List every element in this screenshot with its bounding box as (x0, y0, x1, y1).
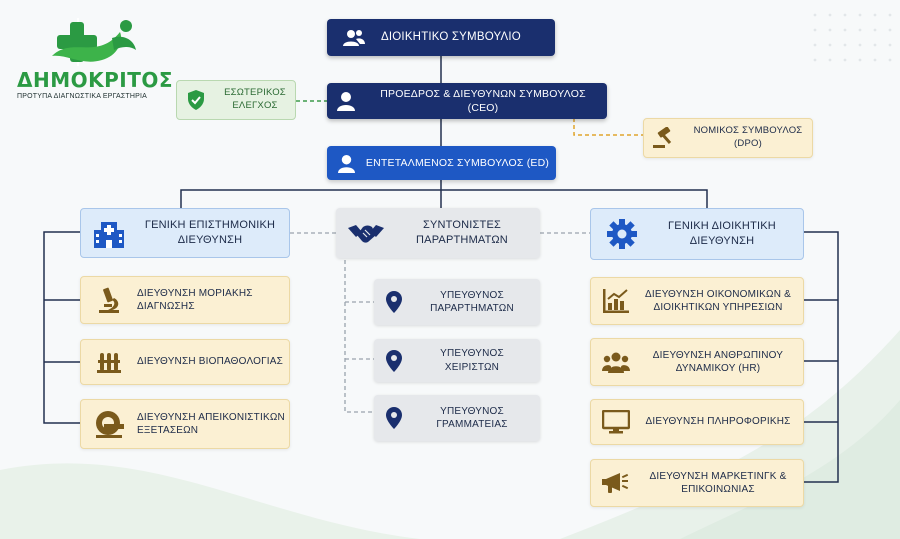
imaging-exams-line1: ΔΙΕΥΘΥΝΣΗ ΑΠΕΙΚΟΝΙΣΤΙΚΩΝ (137, 411, 285, 423)
hr-box[interactable]: ΔΙΕΥΘΥΝΣΗ ΑΝΘΡΩΠΙΝΟΥ ΔΥΝΑΜΙΚΟΥ (HR) (590, 338, 804, 386)
shield-check-icon (177, 90, 215, 110)
megaphone-icon (591, 471, 641, 495)
finance-chart-icon (591, 289, 641, 313)
branch-coordinators-line2: ΠΑΡΑΡΤΗΜΑΤΩΝ (416, 234, 508, 246)
internal-audit-box[interactable]: ΕΣΩΤΕΡΙΚΟΣ ΕΛΕΓΧΟΣ (176, 80, 296, 120)
imaging-exams-line2: ΕΞΕΤΑΣΕΩΝ (137, 425, 199, 436)
hr-line1: ΔΙΕΥΘΥΝΣΗ ΑΝΘΡΩΠΙΝΟΥ (652, 349, 784, 361)
it-box[interactable]: ΔΙΕΥΘΥΝΣΗ ΠΛΗΡΟΦΟΡΙΚΗΣ (590, 399, 804, 445)
location-pin-icon (374, 407, 414, 429)
board-box[interactable]: ΔΙΟΙΚΗΤΙΚΟ ΣΥΜΒΟΥΛΙΟ (327, 19, 555, 56)
people-icon (591, 351, 641, 373)
medical-cross-logo-icon (52, 18, 136, 66)
ceo-box[interactable]: ΠΡΟΕΔΡΟΣ & ΔΙΕΥΘΥΝΩΝ ΣΥΜΒΟΥΛΟΣ (CEO) (327, 83, 607, 119)
admin-directorate-box[interactable]: ΓΕΝΙΚΗ ΔΙΟΙΚΗΤΙΚΗ ΔΙΕΥΘΥΝΣΗ (590, 208, 804, 260)
branch-coordinators-box[interactable]: ΣΥΝΤΟΝΙΣΤΕΣ ΠΑΡΑΡΤΗΜΑΤΩΝ (336, 208, 540, 258)
branch-manager-line1: ΥΠΕΥΘΥΝΟΣ (440, 289, 504, 301)
board-label: ΔΙΟΙΚΗΤΙΚΟ ΣΥΜΒΟΥΛΙΟ (381, 30, 521, 43)
admin-directorate-line2: ΔΙΕΥΘΥΝΣΗ (689, 235, 755, 247)
biopathology-label: ΔΙΕΥΘΥΝΣΗ ΒΙΟΠΑΘΟΛΟΓΙΑΣ (137, 356, 284, 368)
legal-advisor-line2: (DPO) (734, 138, 762, 149)
mri-scanner-icon (81, 410, 137, 438)
molecular-diagnosis-line2: ΔΙΑΓΝΩΣΗΣ (137, 301, 195, 312)
finance-admin-line1: ΔΙΕΥΘΥΝΣΗ ΟΙΚΟΝΟΜΙΚΩΝ & (645, 288, 791, 300)
legal-advisor-box[interactable]: ΝΟΜΙΚΟΣ ΣΥΜΒΟΥΛΟΣ (DPO) (643, 118, 813, 158)
location-pin-icon (374, 349, 414, 372)
internal-audit-line1: ΕΣΩΤΕΡΙΚΟΣ (224, 87, 286, 99)
company-tagline: ΠΡΟΤΥΠΑ ΔΙΑΓΝΩΣΤΙΚΑ ΕΡΓΑΣΤΗΡΙΑ (17, 93, 148, 100)
admin-directorate-line1: ΓΕΝΙΚΗ ΔΙΟΙΚΗΤΙΚΗ (668, 220, 776, 233)
molecular-diagnosis-box[interactable]: ΔΙΕΥΘΥΝΣΗ ΜΟΡΙΑΚΗΣ ΔΙΑΓΝΩΣΗΣ (80, 276, 290, 324)
company-logo: ΔΗΜΟΚΡΙΤΟΣ ΠΡΟΤΥΠΑ ΔΙΑΓΝΩΣΤΙΚΑ ΕΡΓΑΣΤΗΡΙ… (14, 16, 173, 106)
hr-line2: ΔΥΝΑΜΙΚΟΥ (HR) (675, 363, 761, 374)
secretariat-manager-line2: ΓΡΑΜΜΑΤΕΙΑΣ (436, 419, 508, 430)
person-icon (327, 91, 365, 111)
molecular-diagnosis-line1: ΔΙΕΥΘΥΝΣΗ ΜΟΡΙΑΚΗΣ (137, 287, 253, 299)
ceo-label: ΠΡΟΕΔΡΟΣ & ΔΙΕΥΘΥΝΩΝ ΣΥΜΒΟΥΛΟΣ (CEO) (380, 87, 586, 114)
location-pin-icon (374, 291, 414, 313)
finance-admin-line2: ΔΙΟΙΚΗΤΙΚΩΝ ΥΠΗΡΕΣΙΩΝ (653, 302, 783, 313)
marketing-line1: ΔΙΕΥΘΥΝΣΗ ΜΑΡΚΕΤΙΝΓΚ & (649, 470, 787, 482)
scientific-directorate-box[interactable]: ΓΕΝΙΚΗ ΕΠΙΣΤΗΜΟΝΙΚΗ ΔΙΕΥΘΥΝΣΗ (80, 208, 290, 258)
secretariat-manager-box[interactable]: ΥΠΕΥΘΥΝΟΣ ΓΡΑΜΜΑΤΕΙΑΣ (374, 395, 540, 441)
ed-box[interactable]: ΕΝΤΕΤΑΛΜΕΝΟΣ ΣΥΜΒΟΥΛΟΣ (ED) (327, 146, 556, 180)
secretariat-manager-line1: ΥΠΕΥΘΥΝΟΣ (440, 405, 504, 417)
group-icon (327, 28, 381, 48)
test-tubes-icon (81, 350, 137, 374)
company-name: ΔΗΜΟΚΡΙΤΟΣ (17, 68, 174, 92)
finance-admin-box[interactable]: ΔΙΕΥΘΥΝΣΗ ΟΙΚΟΝΟΜΙΚΩΝ & ΔΙΟΙΚΗΤΙΚΩΝ ΥΠΗΡ… (590, 277, 804, 325)
imaging-exams-box[interactable]: ΔΙΕΥΘΥΝΣΗ ΑΠΕΙΚΟΝΙΣΤΙΚΩΝ ΕΞΕΤΑΣΕΩΝ (80, 399, 290, 449)
marketing-box[interactable]: ΔΙΕΥΘΥΝΣΗ ΜΑΡΚΕΤΙΝΓΚ & ΕΠΙΚΟΙΝΩΝΙΑΣ (590, 459, 804, 507)
gavel-icon (644, 127, 684, 149)
microscope-icon (81, 286, 137, 314)
ed-label: ΕΝΤΕΤΑΛΜΕΝΟΣ ΣΥΜΒΟΥΛΟΣ (ED) (365, 156, 550, 169)
scientific-directorate-line2: ΔΙΕΥΘΥΝΣΗ (177, 234, 243, 246)
scientific-directorate-line1: ΓΕΝΙΚΗ ΕΠΙΣΤΗΜΟΝΙΚΗ (144, 219, 276, 232)
person-icon (327, 154, 365, 173)
branch-manager-line2: ΠΑΡΑΡΤΗΜΑΤΩΝ (430, 303, 514, 314)
legal-advisor-line1: ΝΟΜΙΚΟΣ ΣΥΜΒΟΥΛΟΣ (693, 125, 803, 137)
operators-manager-box[interactable]: ΥΠΕΥΘΥΝΟΣ ΧΕΙΡΙΣΤΩΝ (374, 339, 540, 382)
branch-manager-box[interactable]: ΥΠΕΥΘΥΝΟΣ ΠΑΡΑΡΤΗΜΑΤΩΝ (374, 279, 540, 325)
internal-audit-line2: ΕΛΕΓΧΟΣ (232, 100, 278, 111)
branch-coordinators-line1: ΣΥΝΤΟΝΙΣΤΕΣ (422, 219, 501, 232)
gear-icon (591, 218, 653, 250)
handshake-icon (336, 222, 396, 244)
operators-manager-label: ΥΠΕΥΘΥΝΟΣ ΧΕΙΡΙΣΤΩΝ (440, 348, 504, 373)
it-label: ΔΙΕΥΘΥΝΣΗ ΠΛΗΡΟΦΟΡΙΚΗΣ (645, 416, 791, 428)
biopathology-box[interactable]: ΔΙΕΥΘΥΝΣΗ ΒΙΟΠΑΘΟΛΟΓΙΑΣ (80, 339, 290, 385)
monitor-icon (591, 410, 641, 434)
marketing-line2: ΕΠΙΚΟΙΝΩΝΙΑΣ (681, 484, 755, 495)
hospital-building-icon (81, 218, 137, 248)
